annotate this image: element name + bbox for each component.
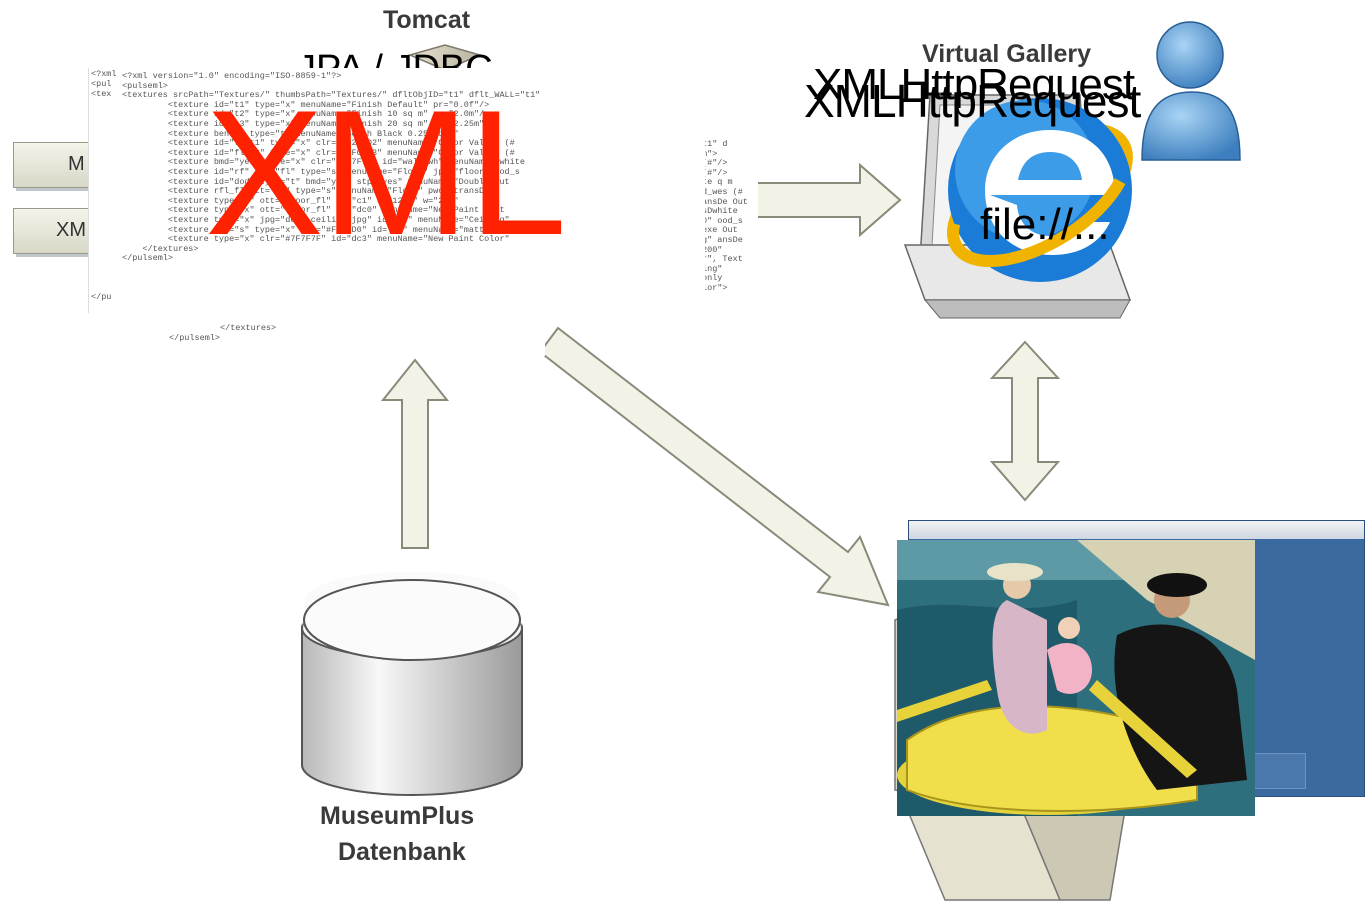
gallery-label: Virtual Gallery: [922, 40, 1092, 68]
xml-code-line: <texture id="t2" type="x" menuName="Fini…: [122, 109, 490, 120]
xml-code-line: <texture id="t1" type="x" menuName="Fini…: [122, 99, 490, 110]
xml-code-fragment: ing": [702, 263, 723, 274]
xml-code-line: <texture type="x" jpg="demo_ceiling.jpg"…: [122, 214, 510, 225]
xml-code-fragment: r", Text: [702, 254, 743, 265]
xml-code-line: <textures srcPath="Textures/" thumbsPath…: [122, 90, 541, 101]
arrow-to-image-server: [538, 326, 890, 607]
xml-doc-main: <?xml version="1.0" encoding="ISO-8859-1…: [120, 68, 705, 313]
xml-doc-back-l1: <pul: [91, 79, 112, 89]
internet-explorer-icon: [947, 98, 1133, 282]
xml-code-fragment: exe Out: [702, 225, 738, 236]
xml-code-line: <texture id="dod" type="t" bmd="yes" stp…: [122, 176, 510, 187]
xml-code-line: <texture ott="s" type="x" clr="#F0F0D0" …: [122, 224, 515, 235]
user-icon: [1141, 21, 1241, 161]
xml-bottom-l1: </pulseml>: [169, 333, 221, 343]
xml-code-line: </pulseml>: [122, 253, 174, 264]
server-icon: [407, 44, 483, 71]
xml-code-line: <texture type="x" ott="floor_fl" id="dc0…: [122, 205, 505, 216]
xml-code-fragment: ansDe Out: [702, 196, 748, 207]
xml-code-fragment: d_wes (#: [702, 186, 743, 197]
database-icon: [301, 572, 523, 796]
xml-doc-back-l2: <tex: [91, 89, 112, 99]
xml-code-line: <texture type="x" ott="floor_fl" id="c1"…: [122, 195, 459, 206]
xml-code-line: <pulseml>: [122, 80, 168, 91]
left-box-2-label: XM: [56, 219, 86, 241]
xhr-label-1: XMLHttpRequest: [813, 60, 1135, 109]
viewer-window-titlebar: [909, 521, 1364, 539]
database-label-line2: Datenbank: [338, 838, 466, 866]
arrow-bidirectional: [989, 340, 1061, 502]
xml-code-fragment: sDwhite: [702, 206, 738, 217]
left-box-1-label: M: [68, 153, 85, 175]
xml-overlay-text: XML: [205, 73, 567, 272]
xml-code-fragment: t1" d: [702, 139, 728, 149]
server-label: Tomcat: [383, 6, 471, 34]
xml-code-line: <texture bmd="yes" type="x" clr="#7F7F7F…: [122, 157, 525, 168]
xml-code-line: <?xml version="1.0" encoding="ISO-8859-1…: [122, 71, 342, 81]
database-label-line1: MuseumPlus: [320, 802, 475, 830]
xml-code-line: <texture id="flat2" type="x" clr="#CFCDC…: [122, 147, 515, 158]
xml-code-fragment: g" ansDe: [702, 234, 743, 245]
painting-image: [897, 540, 1255, 816]
xml-code-fragment: (#"/>: [702, 158, 728, 169]
xml-code-line: <texture rfl_fl ott="fl" type="s" menuNa…: [122, 186, 490, 197]
xml-code-fragment: (#"/>: [702, 167, 728, 178]
xml-code-line: </textures>: [122, 243, 199, 254]
file-url-label: file://...: [980, 200, 1110, 249]
xhr-label-2: XMLHttpRequest: [804, 75, 1141, 127]
xml-code-line: <texture id="flat1" type="x" clr="#D2D2D…: [122, 138, 515, 149]
xml-doc-back-l0: <?xml: [91, 69, 117, 79]
xml-code-fragment: 0" ood_s: [702, 215, 743, 226]
arrow-db-to-xml: [380, 358, 450, 549]
xml-code-line: <texture bench_ type="t" menuName="Bench…: [122, 128, 459, 139]
xml-code-fragment: 200": [702, 244, 723, 255]
xml-code-fragment: lor">: [702, 282, 728, 293]
xml-code-line: <texture id="t3" type="x" menuName="Fini…: [122, 118, 495, 129]
xml-code-fragment: m">: [702, 148, 718, 159]
xml-code-fragment: only: [702, 273, 723, 284]
xml-doc-bottom: </textures> </pulseml>: [165, 322, 545, 356]
xml-doc-back-end: </pu: [91, 292, 112, 302]
arrow-to-gallery: [754, 162, 902, 238]
xml-bottom-l0: </textures>: [169, 323, 277, 333]
xml-code-fragment: te q m: [702, 177, 733, 188]
xml-code-line: <texture type="x" clr="#7F7F7F" id="dc3"…: [122, 234, 510, 245]
xml-code-line: <texture id="rf" ott="fl" type="s" menuN…: [122, 166, 520, 177]
